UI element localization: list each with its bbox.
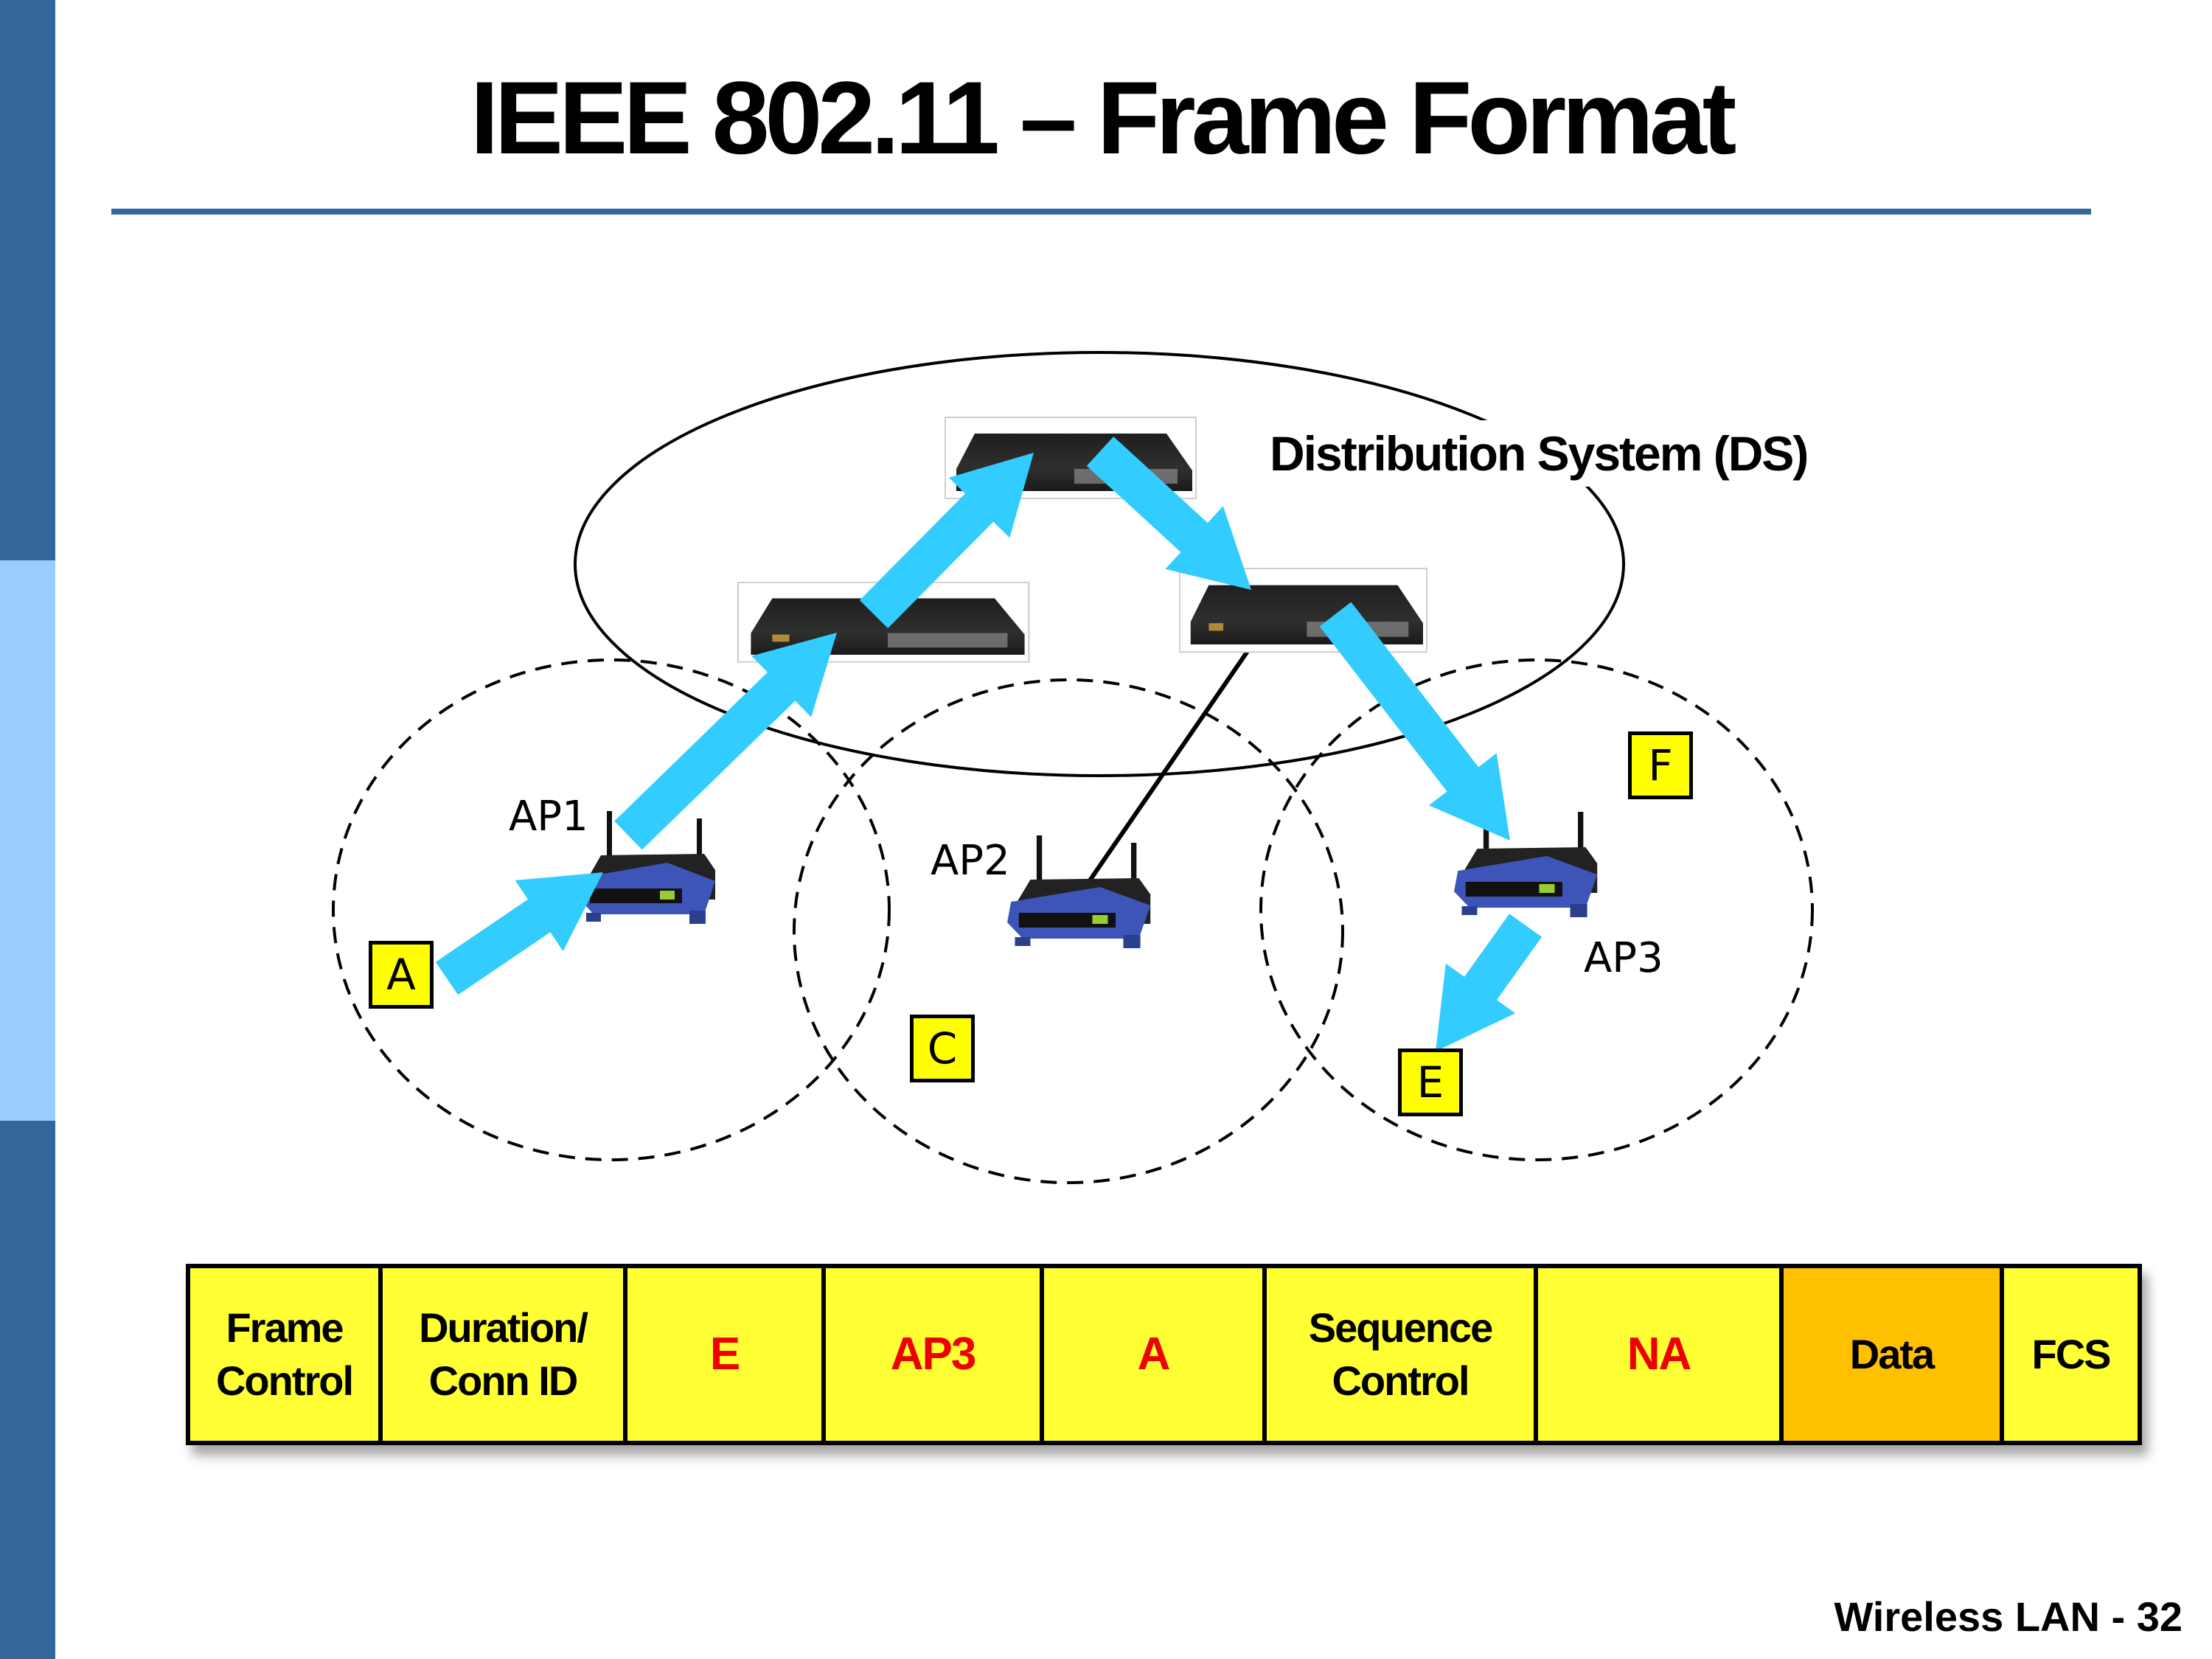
arrow-a-to-ap1 [435, 872, 603, 995]
field-label: Frame Control [215, 1304, 354, 1404]
field-label: Duration/ Conn ID [419, 1304, 588, 1404]
ap1-label: AP1 [509, 793, 588, 841]
ap2-router-icon [1007, 835, 1151, 948]
field-label: E [709, 1329, 740, 1380]
field-address-4: NA [1538, 1268, 1784, 1441]
bss1-coverage [332, 658, 891, 1161]
arrow-sw3-to-ap3 [1319, 602, 1510, 841]
field-address-1: E [627, 1268, 826, 1441]
arrow-sw1-to-sw2 [859, 453, 1034, 628]
field-frame-control: Frame Control [190, 1268, 383, 1441]
ap2-label: AP2 [931, 837, 1010, 885]
station-e: E [1398, 1048, 1463, 1116]
arrow-ap3-to-e [1436, 914, 1542, 1051]
arrow-sw2-to-sw3 [1086, 437, 1251, 590]
frame-format-bar: Frame Control Duration/ Conn ID E AP3 A … [186, 1264, 2142, 1445]
field-address-2: AP3 [826, 1268, 1044, 1441]
field-label: Data [1849, 1331, 1935, 1377]
field-label: AP3 [890, 1329, 977, 1380]
field-data: Data [1784, 1268, 2004, 1441]
station-c: C [910, 1015, 975, 1082]
field-duration: Duration/ Conn ID [383, 1268, 627, 1441]
field-fcs: FCS [2004, 1268, 2138, 1441]
field-label: A [1137, 1329, 1171, 1380]
station-f: F [1628, 731, 1693, 799]
title-divider [111, 209, 2091, 215]
sidebar-band-top [0, 0, 55, 560]
slide-footer: Wireless LAN - 32 [1834, 1593, 2183, 1640]
field-label: Sequence Control [1308, 1304, 1494, 1404]
ap3-label: AP3 [1584, 934, 1663, 982]
ds-label: Distribution System (DS) [1262, 420, 1815, 487]
field-sequence-control: Sequence Control [1267, 1268, 1538, 1441]
sidebar-band-middle [0, 560, 55, 1121]
field-label: FCS [2031, 1331, 2112, 1377]
slide-title: IEEE 802.11 – Frame Format [470, 60, 1737, 175]
bss3-coverage [1259, 658, 1814, 1161]
ds-ellipse [574, 351, 1625, 777]
sidebar-band-bottom [0, 1121, 55, 1659]
station-a: A [369, 941, 434, 1009]
bss2-coverage [793, 678, 1344, 1184]
arrow-ap1-to-sw1 [614, 633, 837, 850]
field-label: NA [1627, 1329, 1692, 1380]
wired-link-ap2 [1086, 644, 1253, 884]
field-address-3: A [1044, 1268, 1267, 1441]
